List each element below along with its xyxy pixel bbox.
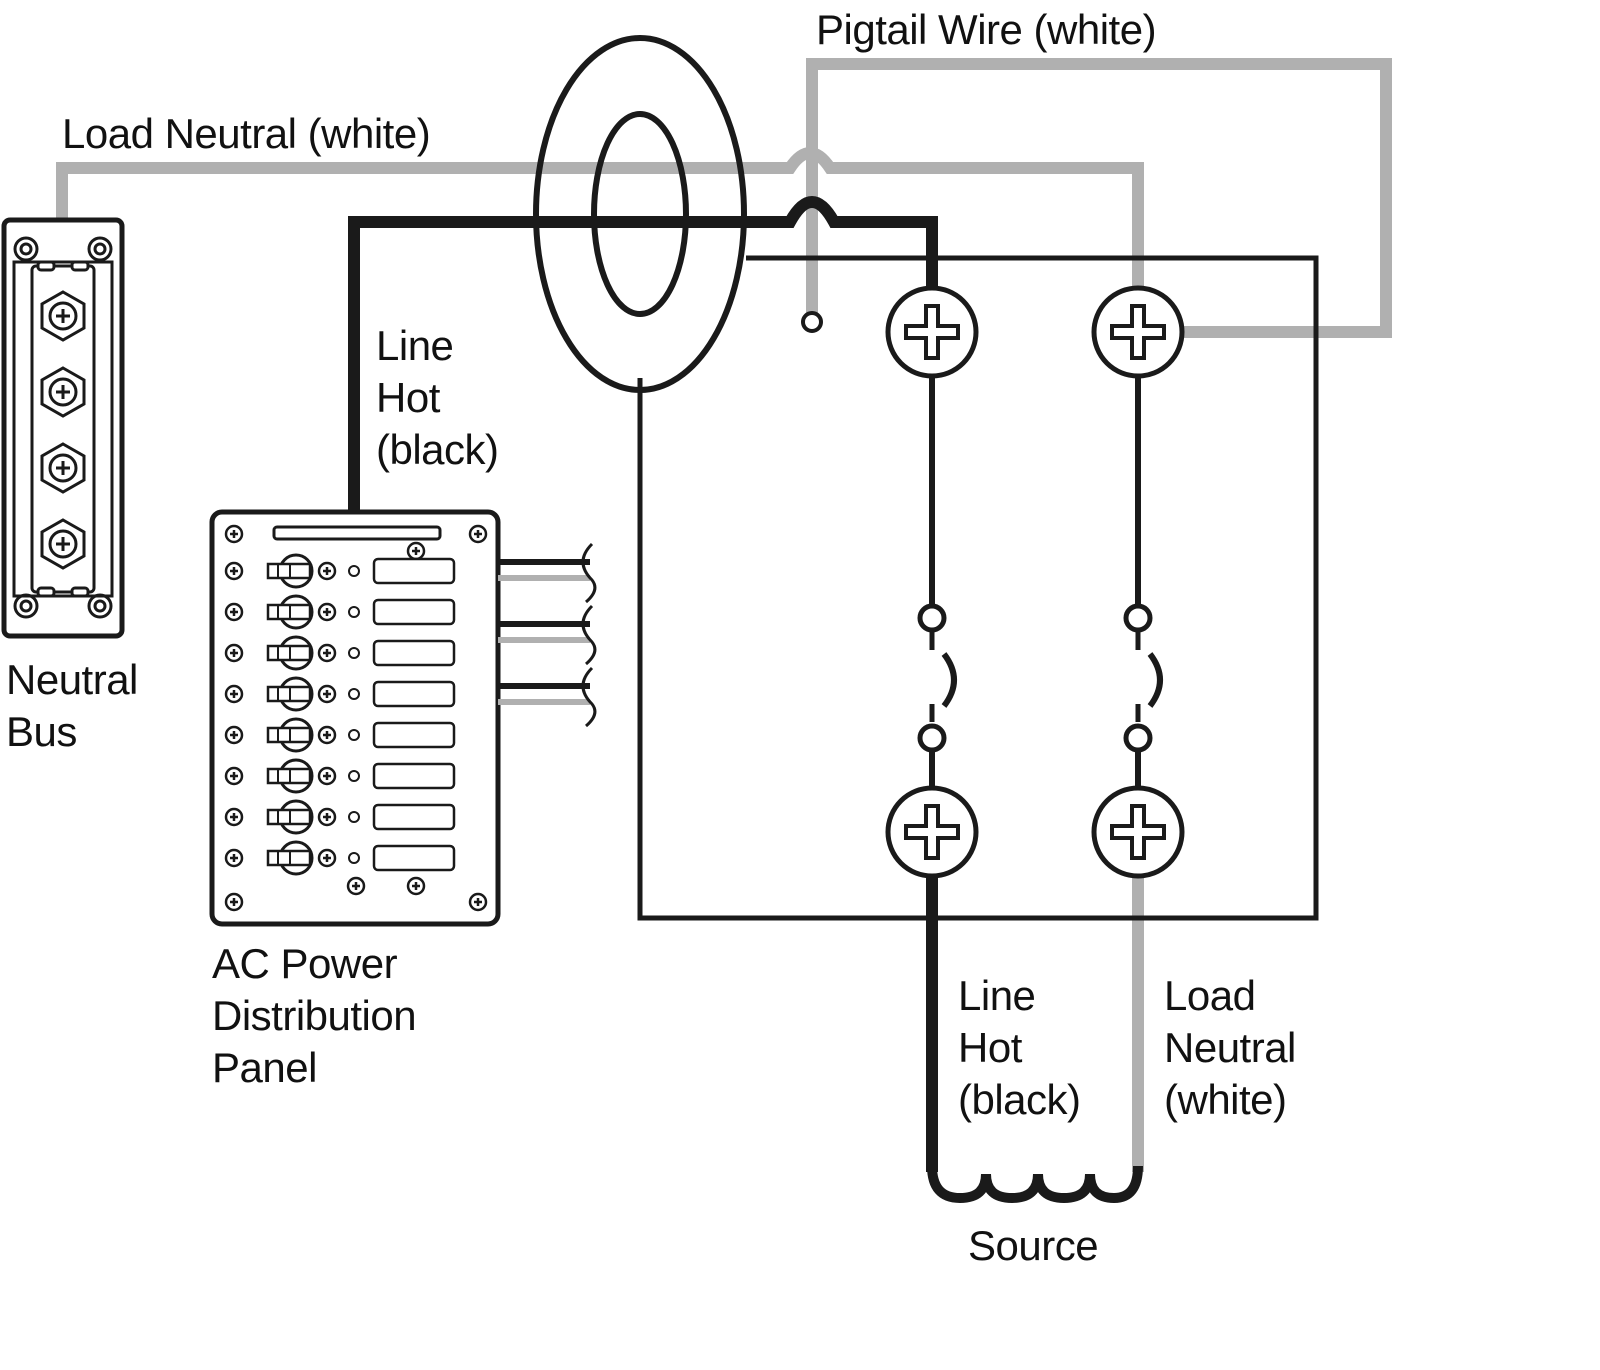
breaker-row-right-screw [317, 561, 337, 581]
breaker-row-left-screw [224, 643, 244, 663]
breaker-row-right-screw [317, 602, 337, 622]
device-enclosure [637, 255, 1319, 921]
breaker-leg-hot [917, 376, 957, 790]
breaker-indicator-led [348, 729, 360, 741]
terminal-screw-neutral-bottom [1091, 785, 1185, 879]
breaker-indicator-led [348, 811, 360, 823]
breaker-leg-neutral [1123, 376, 1163, 790]
load-neutral-bottom-label: Load Neutral (white) [1164, 972, 1307, 1123]
breaker-row-left-screw [224, 848, 244, 868]
pigtail-wire [806, 58, 1392, 338]
bus-mount-holes [13, 236, 113, 619]
breaker-label-slot [372, 598, 456, 626]
terminal-screw-hot-bottom [885, 785, 979, 879]
breaker-label-slot [372, 639, 456, 667]
breaker-row [224, 758, 456, 794]
breaker-row [224, 553, 456, 589]
pigtail-wire-label: Pigtail Wire (white) [816, 6, 1156, 53]
breaker-row-right-screw [317, 643, 337, 663]
terminal-screw-neutral-top [1091, 285, 1185, 379]
panel-breaker-rows [224, 553, 456, 876]
source-label: Source [968, 1222, 1098, 1269]
panel-screws [224, 524, 488, 912]
breaker-row-left-screw [224, 602, 244, 622]
breaker-row [224, 799, 456, 835]
breaker-label-slot [372, 557, 456, 585]
ac-distribution-panel [209, 509, 501, 927]
breaker-row-right-screw [317, 807, 337, 827]
breaker-indicator-led [348, 647, 360, 659]
panel-output-wires [498, 542, 597, 728]
line-hot-left-label: Line Hot (black) [376, 322, 499, 473]
current-transformer-toroid [533, 35, 747, 393]
source-coil [927, 1165, 1143, 1204]
bus-screw-tabs [36, 260, 90, 598]
breaker-label-slot [372, 680, 456, 708]
neutral-bus-label: Neutral Bus [6, 656, 149, 755]
breaker-row-left-screw [224, 807, 244, 827]
breaker-row-left-screw [224, 561, 244, 581]
breaker-row [224, 635, 456, 671]
breaker-row-right-screw [317, 848, 337, 868]
breaker-indicator-led [348, 852, 360, 864]
neutral-bus [1, 217, 125, 639]
bus-terminal-screws [40, 290, 86, 570]
breaker-label-slot [372, 844, 456, 872]
load-neutral-top-label: Load Neutral (white) [62, 110, 430, 157]
ac-panel-label: AC Power Distribution Panel [212, 940, 427, 1091]
breaker-row [224, 840, 456, 876]
breaker-label-slot [372, 721, 456, 749]
breaker-row [224, 676, 456, 712]
breaker-row-right-screw [317, 766, 337, 786]
breaker-indicator-led [348, 688, 360, 700]
breaker-row [224, 717, 456, 753]
breaker-row-left-screw [224, 766, 244, 786]
breaker-indicator-led [348, 606, 360, 618]
breaker-indicator-led [348, 565, 360, 577]
breaker-row-right-screw [317, 725, 337, 745]
breaker-row [224, 594, 456, 630]
breaker-indicator-led [348, 770, 360, 782]
breaker-row-left-screw [224, 684, 244, 704]
line-hot-bottom-label: Line Hot (black) [958, 972, 1081, 1123]
pigtail-terminal [801, 311, 823, 333]
breaker-row-left-screw [224, 725, 244, 745]
breaker-label-slot [372, 762, 456, 790]
line-hot-wire-top [348, 196, 938, 510]
breaker-label-slot [372, 803, 456, 831]
terminal-screw-hot-top [885, 285, 979, 379]
breaker-row-right-screw [317, 684, 337, 704]
